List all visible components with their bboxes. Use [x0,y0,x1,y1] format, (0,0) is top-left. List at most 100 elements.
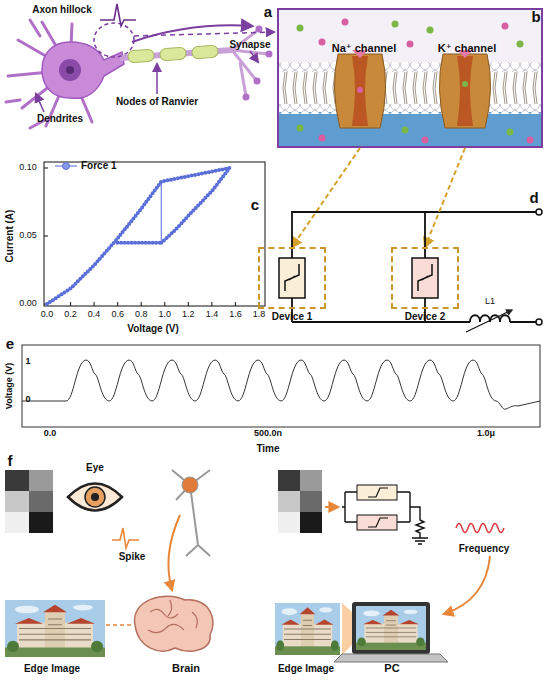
text-label: Nodes of Ranvier [116,96,198,107]
text-label: Spike [119,551,146,562]
hillock-highlight [94,23,134,57]
flow-arrow [168,515,180,590]
node-label: Device 1 [272,311,313,322]
text-label: 0.6 [111,310,124,320]
axis-ticks [44,168,259,306]
text-label: Voltage (V) [5,363,15,409]
voltage-trace [22,360,540,409]
text-label: 0.05 [19,231,37,241]
iv-curve [47,168,230,304]
data-markers [47,168,230,304]
memristor-glyph [368,488,388,527]
memristor-glyph [285,264,299,291]
potassium-channel [439,54,490,128]
flow-arrow [325,506,338,508]
panel-letter: a [264,4,272,21]
memristor-symbol [357,485,397,500]
edge-image [5,600,105,657]
spike-icon [112,528,139,548]
text-label: Frequency [459,543,510,554]
text-label: Synapse [229,39,270,50]
mapping-arrow [292,148,360,247]
spike-icon [100,4,136,26]
neuron-icon [172,470,210,556]
text-label: 1 [25,357,30,367]
text-label: 1.0 [159,310,172,320]
text-label: 1.4 [206,310,219,320]
variable-arrow [466,310,512,332]
text-label: Current (A) [4,210,15,263]
text-label: 1.6 [229,310,242,320]
text-label: 0.4 [88,310,101,320]
circuit [279,209,542,332]
text-label: 1.0μ [477,429,495,439]
projection-beam [342,603,352,655]
text-label: 0.8 [135,310,148,320]
frequency-wave [456,524,504,533]
circuit-wire [292,212,425,247]
text-label: 0.0 [41,310,54,320]
brain-icon [135,596,213,651]
text-label: 1.2 [182,310,195,320]
device-box: Device 1 [258,247,326,309]
terminal [536,319,542,325]
plot-frame [22,345,540,427]
ions [297,19,534,144]
nucleolus [66,66,74,74]
edge-image [275,603,340,655]
panel-letter: c [251,197,259,214]
memristor-symbol [279,258,305,298]
lipid-tails [279,72,541,104]
neuron-body [182,477,198,493]
myelin-sheath [128,49,155,63]
text-label: Dendrites [37,113,83,124]
wire [292,247,536,322]
node-label: Na⁺ channel [332,42,397,54]
neuron-illustration [6,4,274,128]
myelin-sheath [192,45,219,59]
leader-line [106,624,134,626]
text-label: Voltage (V) [127,323,178,334]
edge-detection-scheme [5,470,504,662]
zoom-arrow [134,32,274,36]
legend-label: Force 1 [81,160,117,171]
node-label: Device 2 [405,311,446,322]
text-label: 0.10 [19,163,37,173]
eye-icon [68,484,122,511]
memristor-glyph [418,264,432,291]
text-label: Axon hillock [32,4,91,15]
screen-image [356,606,426,650]
legend-entry: Force 1 [54,160,117,171]
terminal [536,209,542,215]
membrane-illustration [279,10,541,146]
pointer-arrow [250,51,258,62]
synapse-knob [243,94,250,101]
legend-sample [54,161,78,171]
text-label: Time [256,443,279,454]
text-label: 0 [25,395,30,405]
lipid-heads [279,62,541,72]
text-label: Edge Image [24,663,80,674]
sodium-channel [334,54,385,128]
text-label: L1 [485,297,495,307]
synapse-knob [266,51,273,58]
text-label: Eye [86,462,104,473]
text-label: 0.0 [44,429,57,439]
text-label: 1.8 [253,310,266,320]
node-label: K⁺ channel [438,42,496,54]
brain-gyri [148,600,197,633]
myelin-sheath [160,47,187,61]
plot-frame [44,162,265,306]
wire [425,211,536,213]
intracellular-space [279,112,541,146]
pupil [91,493,99,501]
pointer-arrow [156,64,158,94]
device-box: Device 2 [391,247,459,309]
input-pixels [5,470,53,533]
laptop-base [334,654,448,662]
memristor-symbol [357,515,397,530]
text-label: PC [384,662,399,674]
